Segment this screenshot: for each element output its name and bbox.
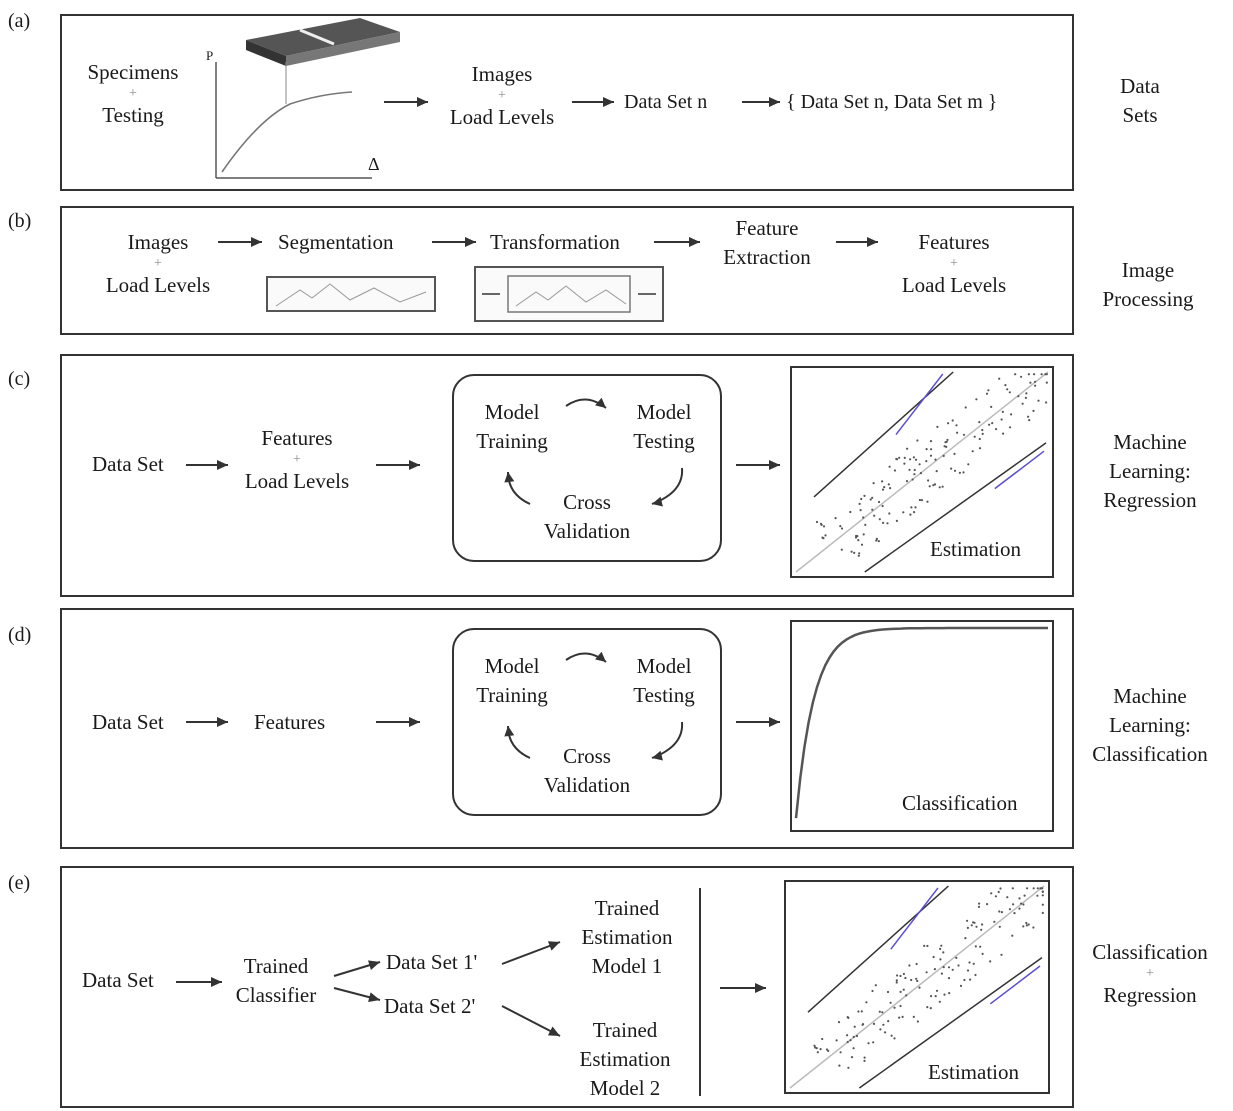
panel-e-label: (e) xyxy=(8,872,31,894)
segmentation-node: Segmentation xyxy=(278,230,394,254)
features-node-d: Features xyxy=(254,710,326,734)
data-set-n-node: Data Set n xyxy=(624,91,708,113)
side-label-data-sets: Data Sets xyxy=(1120,74,1160,127)
cross-validation-loop-c xyxy=(452,374,722,562)
panel-d-label: (d) xyxy=(8,624,32,646)
images-load-node-b: Images + Load Levels xyxy=(92,228,224,300)
specimens-label: Specimens xyxy=(87,60,179,84)
trained-classifier-node: Trained Classifier xyxy=(235,954,317,1007)
cross-validation-loop-d xyxy=(452,628,722,816)
images-label: Images xyxy=(471,62,533,86)
plus-sign: + xyxy=(1146,966,1154,981)
estimation-model-1-node: Trained Estimation Model 1 xyxy=(581,896,673,978)
side-label-ml-classification: Machine Learning: Classification xyxy=(1092,684,1208,766)
feature-extraction-node: Feature Extraction xyxy=(723,216,811,269)
transformation-node: Transformation xyxy=(490,230,620,254)
plus-sign: + xyxy=(293,452,301,467)
panel-c-label: (c) xyxy=(8,368,31,390)
chart-caption-c: Estimation xyxy=(930,535,1021,564)
images-load-node: Images + Load Levels xyxy=(438,60,566,132)
testing-label: Testing xyxy=(102,103,164,127)
p-axis-label: P xyxy=(206,48,214,63)
data-set-2-node: Data Set 2' xyxy=(384,994,476,1018)
chart-caption-e: Estimation xyxy=(928,1058,1019,1087)
model-training-node-c: Model Training xyxy=(476,400,548,453)
features-load-node-c: Features + Load Levels xyxy=(230,424,364,496)
panel-b-label: (b) xyxy=(8,210,32,232)
estimation-model-2-node: Trained Estimation Model 2 xyxy=(579,1018,671,1100)
cross-validation-node-c: Cross Validation xyxy=(543,490,631,543)
side-label-classification-regression: Classification + Regression xyxy=(1080,938,1220,1010)
model-training-node-d: Model Training xyxy=(476,654,548,707)
features-load-node-b: Features + Load Levels xyxy=(886,228,1022,300)
cross-validation-node-d: Cross Validation xyxy=(543,744,631,797)
data-set-1-node: Data Set 1' xyxy=(386,950,478,974)
model-testing-node-d: Model Testing xyxy=(633,654,695,707)
transformation-thumbnail xyxy=(474,266,664,322)
plus-sign: + xyxy=(129,86,137,101)
plus-sign: + xyxy=(950,256,958,271)
panel-a-label: (a) xyxy=(8,10,31,32)
delta-axis-label: Δ xyxy=(368,154,380,174)
model-testing-node-c: Model Testing xyxy=(633,400,695,453)
segmentation-thumbnail xyxy=(266,276,436,312)
data-set-node-d: Data Set xyxy=(92,710,164,734)
plus-sign: + xyxy=(498,88,506,103)
specimens-testing-node: Specimens + Testing xyxy=(78,58,188,130)
side-label-image-processing: Image Processing xyxy=(1102,258,1194,311)
chart-caption-d: Classification xyxy=(902,789,1018,818)
data-set-node-e: Data Set xyxy=(82,968,154,992)
side-label-ml-regression: Machine Learning: Regression xyxy=(1103,430,1197,512)
load-levels-label: Load Levels xyxy=(449,105,555,129)
plus-sign: + xyxy=(154,256,162,271)
data-set-split-node: { Data Set n, Data Set m } xyxy=(786,91,998,113)
data-set-node-c: Data Set xyxy=(92,452,164,476)
